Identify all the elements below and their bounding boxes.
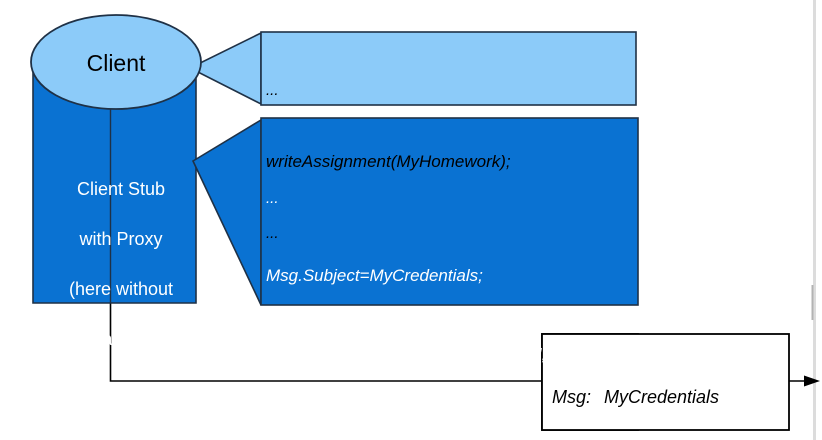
client-ellipse[interactable] — [30, 14, 202, 110]
arrowhead-icon — [804, 375, 820, 387]
dark-callout-box[interactable] — [260, 117, 639, 306]
message-box[interactable] — [541, 333, 790, 431]
light-callout-box[interactable] — [260, 31, 637, 106]
dark-callout-tail — [191, 118, 262, 306]
